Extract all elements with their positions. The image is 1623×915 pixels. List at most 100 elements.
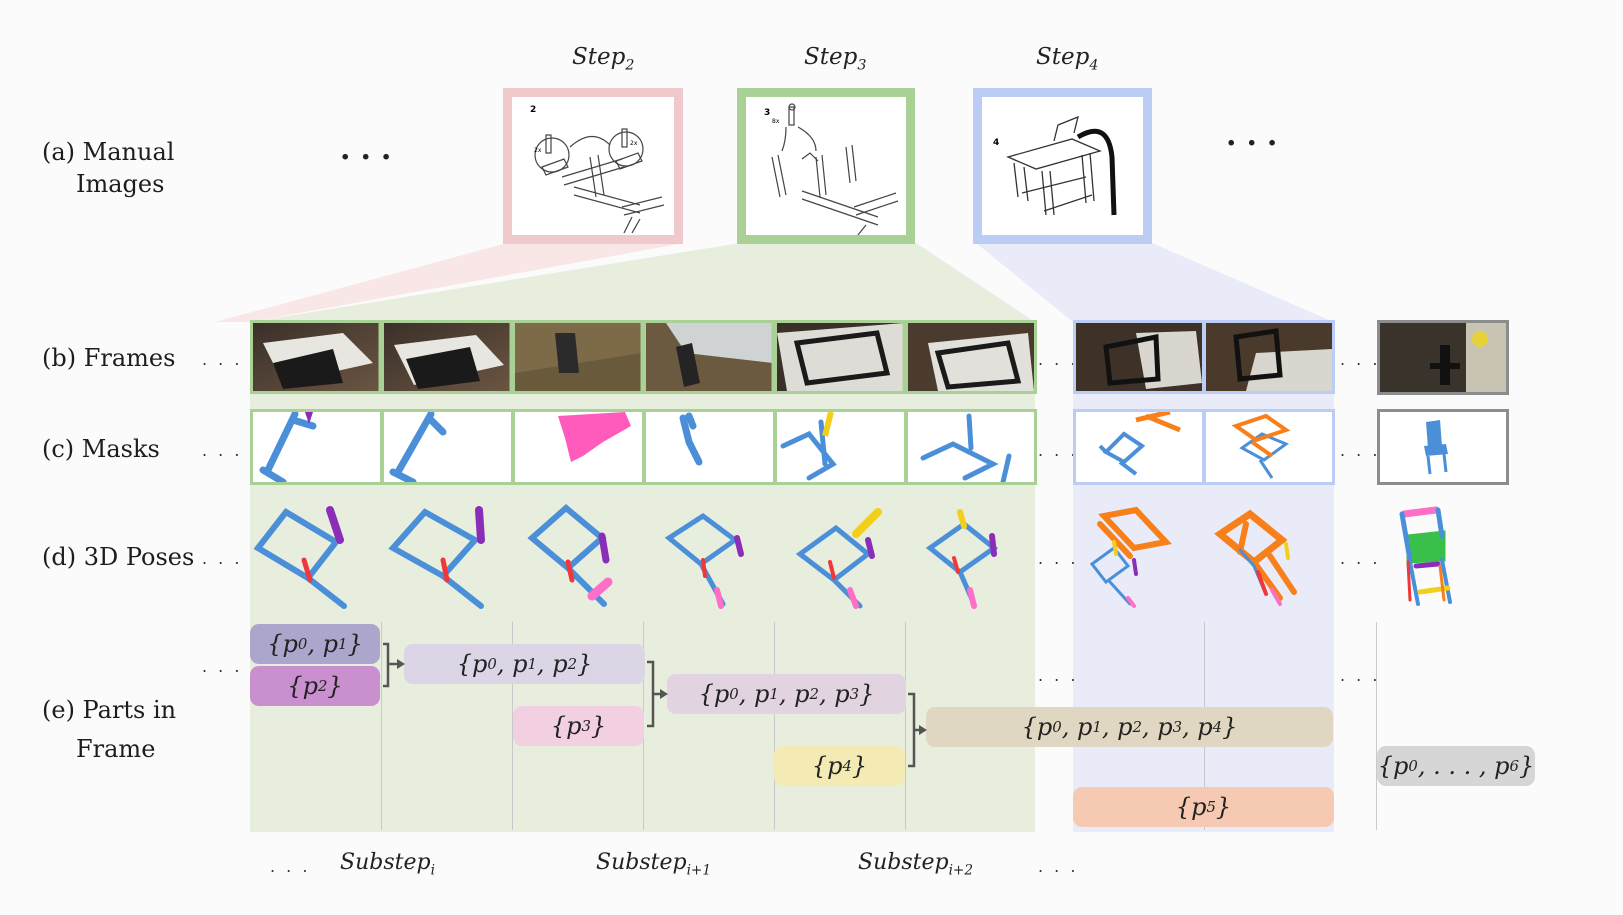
ellipsis-poses-right: . . .: [1340, 549, 1381, 568]
video-frame: [253, 323, 380, 391]
ellipsis-parts-mid: . . .: [1038, 666, 1079, 685]
step-label-4: Step4: [1036, 44, 1099, 74]
pose: [388, 506, 485, 609]
ellipsis-frames-left: . . .: [202, 350, 243, 369]
mask: [920, 413, 1012, 482]
mask: [1231, 413, 1291, 458]
step-label-3: Step3: [804, 44, 867, 74]
frames-step4: [1076, 323, 1332, 391]
mask: [780, 419, 837, 481]
pose: [527, 504, 613, 607]
step2-wedge: [215, 243, 684, 322]
pose: [925, 509, 999, 609]
step4-wedge: [976, 243, 1334, 322]
pose: [1214, 509, 1297, 606]
merge-connector: [908, 692, 920, 768]
ellipsis-poses-mid: . . .: [1038, 549, 1079, 568]
ellipsis-manual-right: ...: [1226, 118, 1288, 153]
ellipsis-masks-left: . . .: [202, 441, 243, 460]
mask: [1135, 412, 1181, 433]
row-label-b: (b) Frames: [42, 344, 176, 372]
merge-connector: [383, 642, 398, 688]
ellipsis-frames-mid: . . .: [1038, 350, 1079, 369]
pose: [795, 508, 882, 609]
mask: [558, 412, 631, 462]
divider: [774, 622, 775, 830]
manual-drawing-step3: 3 8x: [764, 103, 899, 236]
substep-label-i1: Substepi+1: [596, 850, 712, 879]
video-frame: [908, 323, 1034, 391]
ellipsis-masks-right: . . .: [1340, 441, 1381, 460]
merge-arrow: [397, 659, 405, 669]
ellipsis-masks-mid: . . .: [1038, 441, 1079, 460]
ellipsis-substeps-left: . . .: [270, 857, 311, 876]
video-frame: [384, 323, 511, 391]
frame-final-image: [1380, 323, 1506, 392]
merge-connector: [647, 660, 661, 728]
svg-text:4: 4: [993, 138, 999, 148]
ellipsis-manual-left: ...: [340, 132, 402, 167]
frame-final: [1377, 320, 1509, 395]
mask-final-chair: [1424, 420, 1448, 475]
divider: [905, 622, 906, 830]
row-label-e: (e) Parts in: [42, 696, 177, 724]
frames-step3: [253, 323, 1034, 391]
ellipsis-parts-left: . . .: [202, 657, 243, 676]
row-label-a: (a) Manual: [42, 138, 175, 166]
masks-step3: [253, 412, 1034, 482]
svg-text:2x: 2x: [630, 140, 638, 147]
video-frame: [646, 323, 773, 391]
mask: [305, 412, 313, 424]
svg-text:3: 3: [764, 108, 770, 118]
merge-arrow: [660, 689, 668, 699]
mask: [822, 412, 834, 437]
manual-image-step4: 4: [973, 88, 1152, 244]
video-frame: [1206, 323, 1332, 391]
manual-drawing-step4: 4: [993, 115, 1117, 216]
row-label-c: (c) Masks: [42, 435, 160, 463]
mask: [1098, 431, 1146, 476]
pose: [253, 506, 347, 609]
step3-region: [250, 322, 1035, 832]
step3-wedge: [250, 243, 1035, 322]
divider: [512, 622, 513, 830]
manual-image-step3: 3 8x: [737, 88, 915, 244]
divider: [1376, 622, 1377, 830]
ellipsis-parts-right: . . .: [1340, 666, 1381, 685]
pose: [1399, 506, 1452, 606]
video-frame: [515, 323, 642, 391]
mask: [679, 412, 703, 466]
step-label-2: Step2: [572, 44, 635, 74]
mask-final: [1377, 409, 1509, 485]
row-label-a-line2: Images: [76, 170, 165, 198]
svg-text:2x: 2x: [534, 147, 542, 154]
substep-label-i: Substepi: [340, 850, 435, 879]
mask: [259, 412, 317, 482]
svg-text:8x: 8x: [772, 118, 780, 125]
substep-label-i2: Substepi+2: [858, 850, 974, 879]
row-label-e-line2: Frame: [76, 735, 156, 763]
ellipsis-frames-right: . . .: [1340, 350, 1381, 369]
poses-row: [253, 504, 1452, 609]
video-frame: [777, 323, 904, 391]
manual-image-step2: 2 2x 2x: [503, 88, 683, 244]
pose: [664, 512, 744, 609]
pose: [1089, 506, 1172, 608]
ellipsis-substeps-right: . . .: [1038, 857, 1079, 876]
step4-region: [1073, 322, 1334, 832]
svg-text:2: 2: [530, 105, 536, 115]
manual-drawing-step2: 2 2x 2x: [530, 105, 665, 234]
divider: [381, 622, 382, 830]
